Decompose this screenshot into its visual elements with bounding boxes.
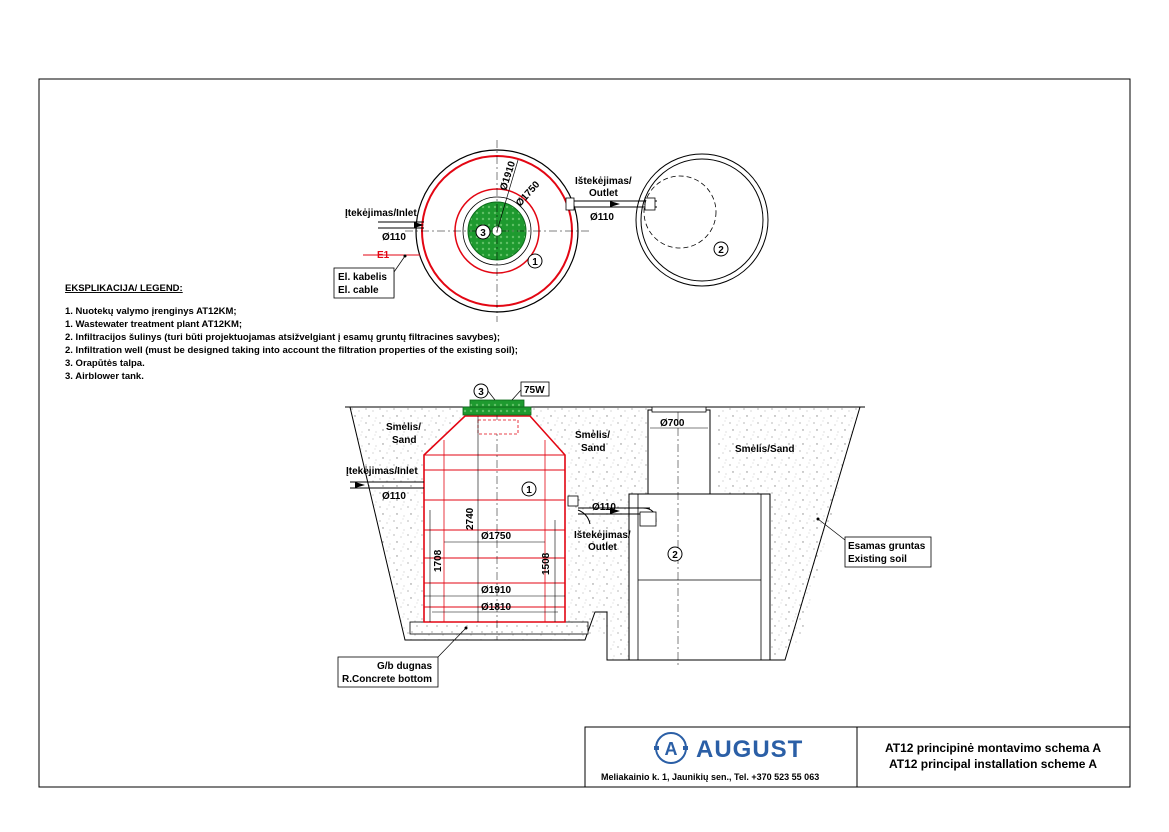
soil-label-1: Esamas gruntas (848, 541, 926, 552)
plan-outlet-label-2: Outlet (589, 188, 619, 199)
legend: EKSPLIKACIJA/ LEGEND: 1. Nuotekų valymo … (65, 283, 518, 382)
svg-text:2: 2 (718, 245, 724, 256)
svg-text:2: 2 (672, 550, 678, 561)
soil-callout (816, 517, 932, 568)
drawing-title-en: AT12 principal installation scheme A (889, 757, 1097, 771)
svg-text:1: 1 (526, 485, 532, 496)
plan-view: Ø1910 Ø1750 3 1 Įtekėjimas/Inlet Ø110 E1 (333, 140, 769, 322)
plan-cable-code: E1 (377, 250, 390, 261)
excavation-outline (349, 406, 861, 661)
company-address: Meliakainio k. 1, Jaunikių sen., Tel. +3… (601, 772, 819, 782)
section-marker-2: 2 (667, 546, 683, 562)
svg-text:3: 3 (478, 387, 484, 398)
dim-1508-label: 1508 (541, 552, 552, 575)
section-inlet-pipe (350, 481, 424, 489)
plan-outlet-label-1: Ištekėjimas/ (575, 176, 632, 187)
legend-item: 3. Orapūtės talpa. (65, 358, 145, 369)
section-outlet-label-1: Ištekėjimas/ (574, 530, 631, 541)
section-outlet-label-2: Outlet (588, 542, 618, 553)
concrete-bottom (409, 621, 589, 635)
plan-inlet-label: Įtekėjimas/Inlet (345, 208, 417, 219)
drawing-title-lt: AT12 principinė montavimo schema A (885, 741, 1101, 755)
dim-1810-label: Ø1810 (481, 602, 511, 613)
august-logo-icon: A (654, 732, 688, 764)
section-blower-label: 75W (524, 385, 545, 396)
sand-mid-2: Sand (581, 443, 605, 454)
title-block: A AUGUST Meliakainio k. 1, Jaunikių sen.… (584, 726, 1131, 788)
section-inlet-dia: Ø110 (382, 491, 406, 502)
svg-text:A: A (665, 739, 678, 759)
sand-mid-1: Smėlis/ (575, 430, 610, 441)
dim-2740-label: 2740 (465, 507, 476, 530)
legend-item: 3. Airblower tank. (65, 371, 144, 382)
legend-item: 1. Nuotekų valymo įrenginys AT12KM; (65, 306, 237, 317)
section-blower-callout (511, 381, 550, 401)
svg-text:1: 1 (532, 257, 538, 268)
section-marker-1: 1 (521, 481, 537, 497)
dim-1910-label: Ø1910 (481, 585, 511, 596)
section-marker-3: 3 (473, 383, 496, 401)
company-name: AUGUST (696, 736, 803, 763)
svg-text:3: 3 (480, 228, 486, 239)
plan-inlet-dia: Ø110 (382, 232, 406, 243)
legend-title: EKSPLIKACIJA/ LEGEND: (65, 283, 183, 294)
section-well-2 (628, 406, 771, 665)
plan-inlet-pipe (378, 221, 424, 229)
plan-tank-1 (405, 140, 590, 322)
section-outlet-dia: Ø110 (592, 502, 616, 513)
section-outlet-pipe (567, 495, 657, 527)
sand-right: Smėlis/Sand (735, 444, 794, 455)
plan-well-2 (635, 153, 769, 287)
plan-dia-1910: Ø1910 (498, 160, 518, 192)
legend-item: 1. Wastewater treatment plant AT12KM; (65, 319, 242, 330)
plan-marker-3: 3 (475, 224, 491, 240)
section-view: 3 75W Smėlis/ Sand Smėlis/ Sand Smėlis/S… (337, 381, 932, 688)
legend-item: 2. Infiltration well (must be designed t… (65, 345, 518, 356)
bottom-callout (337, 626, 468, 688)
bottom-label-2: R.Concrete bottom (342, 674, 432, 685)
plan-cable-callout (333, 254, 407, 299)
sand-left-2: Sand (392, 435, 416, 446)
section-inlet-label: Įtekėjimas/Inlet (346, 466, 418, 477)
bottom-label-1: G/b dugnas (377, 661, 432, 672)
section-tank-1 (423, 412, 566, 640)
plan-marker-2: 2 (713, 241, 729, 257)
sand-left-1: Smėlis/ (386, 422, 421, 433)
plan-cable-note-2: El. cable (338, 285, 379, 296)
legend-item: 2. Infiltracijos šulinys (turi būti proj… (65, 332, 500, 343)
plan-cable-note-1: El. kabelis (338, 272, 387, 283)
dim-1708-label: 1708 (433, 549, 444, 572)
section-blower-lid (462, 399, 532, 416)
plan-marker-1: 1 (527, 253, 543, 269)
plan-outlet-dia: Ø110 (590, 212, 614, 223)
soil-label-2: Existing soil (848, 554, 907, 565)
dim-1750-label: Ø1750 (481, 531, 511, 542)
section-well-dia-label: Ø700 (660, 418, 685, 429)
